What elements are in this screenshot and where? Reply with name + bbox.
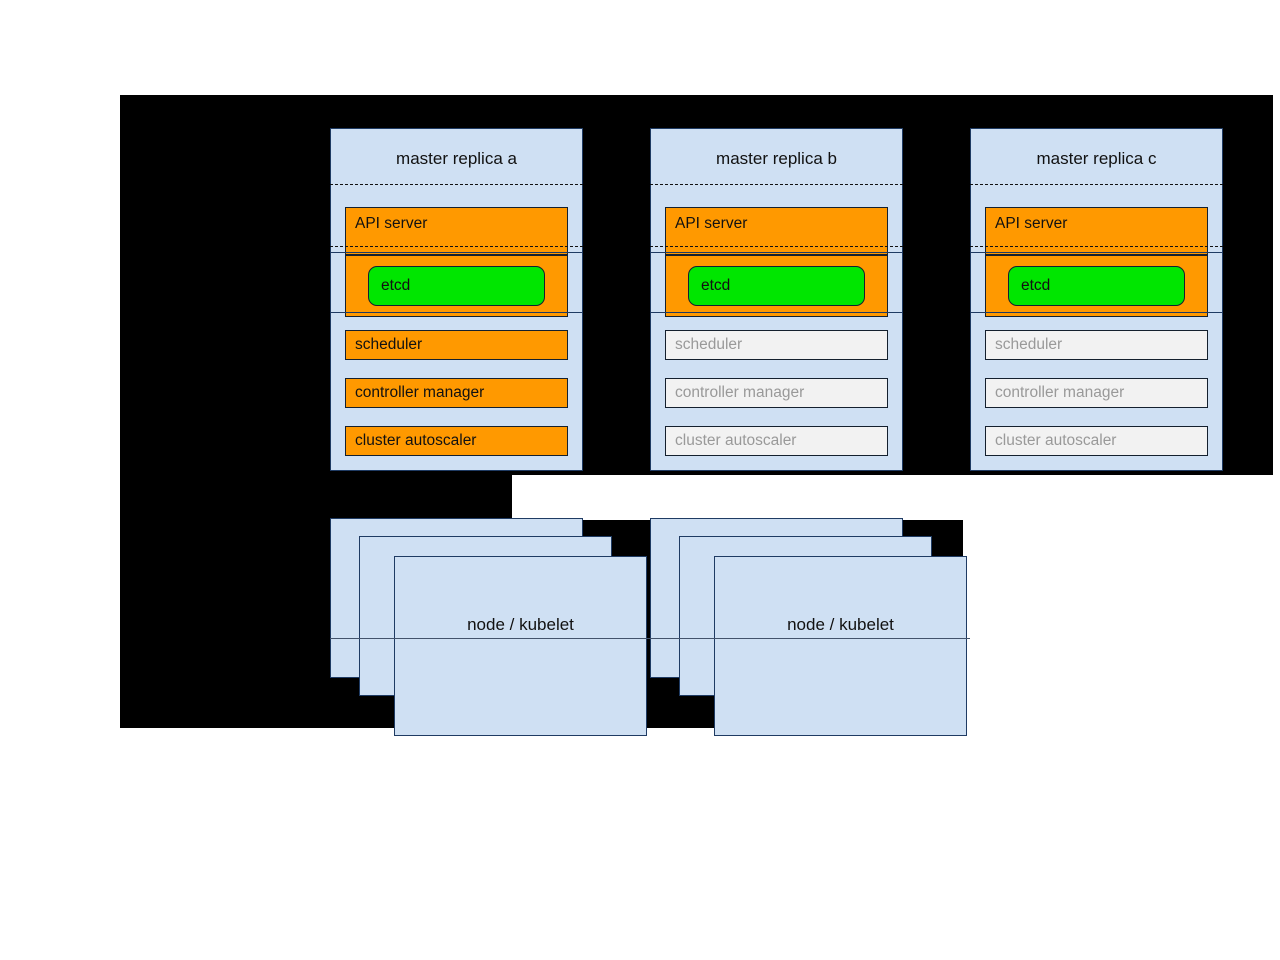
- etcd-band-bottom-rule: [650, 312, 903, 313]
- controller-manager-box[interactable]: controller manager: [665, 378, 888, 408]
- etcd-band-top-rule: [330, 252, 583, 253]
- etcd-band-top-rule: [650, 252, 903, 253]
- etcd-band-bottom-rule: [330, 312, 583, 313]
- node-band-rule: [330, 638, 970, 639]
- api-server-divider: [650, 246, 903, 247]
- cluster-autoscaler-box[interactable]: cluster autoscaler: [985, 426, 1208, 456]
- node-card-front[interactable]: node / kubelet: [714, 556, 967, 736]
- etcd-host-box: etcd: [665, 255, 888, 317]
- node-kubelet-label: node / kubelet: [787, 615, 894, 634]
- node-kubelet-label: node / kubelet: [467, 615, 574, 634]
- scheduler-box[interactable]: scheduler: [985, 330, 1208, 360]
- node-card-front[interactable]: node / kubelet: [394, 556, 647, 736]
- scheduler-box[interactable]: scheduler: [665, 330, 888, 360]
- replica-title-divider: [650, 184, 903, 185]
- etcd-host-box: etcd: [345, 255, 568, 317]
- cluster-autoscaler-box[interactable]: cluster autoscaler: [345, 426, 568, 456]
- replica-title: master replica b: [716, 149, 837, 168]
- etcd-box[interactable]: etcd: [1008, 266, 1185, 306]
- api-server-divider: [330, 246, 583, 247]
- controller-manager-box[interactable]: controller manager: [345, 378, 568, 408]
- etcd-box[interactable]: etcd: [368, 266, 545, 306]
- etcd-band-bottom-rule: [970, 312, 1223, 313]
- api-server-box[interactable]: API server: [345, 207, 568, 255]
- replica-title-divider: [330, 184, 583, 185]
- etcd-band-top-rule: [970, 252, 1223, 253]
- master-replica-b[interactable]: master replica b API server etcd schedul…: [650, 128, 903, 471]
- replica-title: master replica c: [1036, 149, 1157, 168]
- api-server-box[interactable]: API server: [665, 207, 888, 255]
- controller-manager-box[interactable]: controller manager: [985, 378, 1208, 408]
- api-server-box[interactable]: API server: [985, 207, 1208, 255]
- replica-title: master replica a: [396, 149, 517, 168]
- replica-title-divider: [970, 184, 1223, 185]
- etcd-box[interactable]: etcd: [688, 266, 865, 306]
- cluster-autoscaler-box[interactable]: cluster autoscaler: [665, 426, 888, 456]
- backdrop-panel-middle: [120, 475, 512, 520]
- etcd-host-box: etcd: [985, 255, 1208, 317]
- master-replica-c[interactable]: master replica c API server etcd schedul…: [970, 128, 1223, 471]
- scheduler-box[interactable]: scheduler: [345, 330, 568, 360]
- master-replica-a[interactable]: master replica a API server etcd schedul…: [330, 128, 583, 471]
- api-server-divider: [970, 246, 1223, 247]
